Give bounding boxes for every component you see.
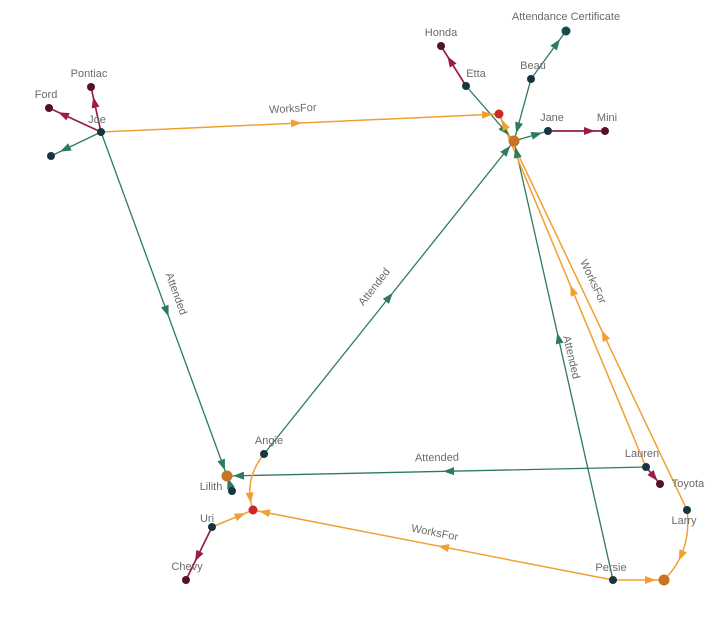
arrowhead-larry-company_top xyxy=(501,119,510,132)
edge-label-joe-company_top: WorksFor xyxy=(269,102,317,116)
arrow-layer xyxy=(58,39,687,584)
arrowhead-angie-event_top xyxy=(500,145,511,157)
node-event_br[interactable] xyxy=(658,574,670,586)
node-etta[interactable] xyxy=(462,82,470,90)
edge-larry-event_br xyxy=(663,509,689,581)
edge-joe-event_bl xyxy=(100,131,228,477)
node-angie[interactable] xyxy=(260,450,268,458)
arrowhead-lauren-event_bl xyxy=(232,471,245,480)
node-uri[interactable] xyxy=(208,523,216,531)
edge-lauren-event_bl xyxy=(226,466,647,477)
node-label-larry: Larry xyxy=(671,515,697,527)
edge-label-larry-company_top: WorksFor xyxy=(577,258,608,306)
arrowhead-uri-chevy xyxy=(195,549,204,562)
arrowhead-uri-company_bl xyxy=(233,513,246,521)
arrowhead-etta-honda xyxy=(447,56,457,68)
node-label-toyota: Toyota xyxy=(672,478,705,490)
edge-event_top-jane xyxy=(513,130,549,142)
node-layer xyxy=(45,26,691,586)
node-honda[interactable] xyxy=(437,42,445,50)
arrowhead-persie-company_bl xyxy=(258,509,271,518)
arrowhead-angie-company_bl xyxy=(245,492,254,504)
node-label-pontiac: Pontiac xyxy=(71,68,108,80)
arrowhead-larry-company_top xyxy=(601,330,611,342)
node-chevy[interactable] xyxy=(182,576,190,584)
node-label-uri: Uri xyxy=(200,513,214,525)
arrowhead-larry-event_br xyxy=(678,549,687,561)
arrowhead-persie-event_top xyxy=(555,332,564,345)
edge-layer xyxy=(48,30,689,581)
arrowhead-beau-attendance_certificate xyxy=(550,39,561,51)
edge-uri-company_bl xyxy=(211,509,254,528)
node-event_top[interactable] xyxy=(508,135,520,147)
arrowhead-angie-event_top xyxy=(382,292,393,304)
edge-label-lauren-event_bl: Attended xyxy=(415,452,459,465)
node-label-angie: Angie xyxy=(255,435,283,447)
node-pontiac[interactable] xyxy=(87,83,95,91)
arrowhead-beau-event_top xyxy=(515,121,523,134)
arrowhead-persie-event_br xyxy=(645,576,656,584)
edge-beau-attendance_certificate xyxy=(530,30,567,80)
edge-label-persie-company_bl: WorksFor xyxy=(410,523,459,544)
edge-joe-ford xyxy=(48,107,102,133)
node-label-attendance_certificate: Attendance Certificate xyxy=(512,11,620,23)
edge-persie-company_bl xyxy=(252,509,614,581)
node-ford[interactable] xyxy=(45,104,53,112)
node-lauren[interactable] xyxy=(642,463,650,471)
edge-joe-pontiac xyxy=(90,86,102,133)
arrowhead-joe-unnamed_person xyxy=(60,143,72,152)
node-label-lauren: Lauren xyxy=(625,448,659,460)
node-label-mini: Mini xyxy=(597,112,617,124)
node-unnamed_person[interactable] xyxy=(47,152,55,160)
arrowhead-joe-event_bl xyxy=(161,304,169,317)
arrowhead-joe-ford xyxy=(58,112,70,121)
arrowhead-persie-company_bl xyxy=(437,544,450,552)
arrowhead-joe-company_top xyxy=(481,110,494,119)
node-label-honda: Honda xyxy=(425,27,458,39)
node-attendance-certificate[interactable] xyxy=(561,26,571,36)
arrowhead-joe-event_bl xyxy=(217,458,225,471)
node-label-ford: Ford xyxy=(35,89,58,101)
arrowhead-jane-mini xyxy=(584,127,595,135)
node-label-joe: Joe xyxy=(88,114,106,126)
node-beau[interactable] xyxy=(527,75,535,83)
arrowhead-event_top-jane xyxy=(530,131,543,140)
node-company_top[interactable] xyxy=(494,109,504,119)
node-jane[interactable] xyxy=(544,127,552,135)
node-mini[interactable] xyxy=(601,127,609,135)
node-larry[interactable] xyxy=(683,506,691,514)
node-lilith[interactable] xyxy=(228,487,236,495)
edge-persie-event_top xyxy=(513,140,614,581)
arrowhead-persie-event_top xyxy=(513,146,522,159)
arrowhead-joe-company_top xyxy=(290,119,303,128)
edge-larry-company_top xyxy=(498,113,688,511)
node-persie[interactable] xyxy=(609,576,617,584)
node-company_bl[interactable] xyxy=(248,505,258,515)
node-label-lilith: Lilith xyxy=(200,481,223,493)
edge-joe-unnamed_person xyxy=(50,131,102,157)
arrowhead-lauren-event_bl xyxy=(443,467,455,476)
node-label-etta: Etta xyxy=(466,68,486,80)
node-event_bl[interactable] xyxy=(221,470,233,482)
arrowhead-lauren-company_top xyxy=(570,284,579,297)
arrowhead-lauren-toyota xyxy=(647,469,658,481)
arrowhead-joe-pontiac xyxy=(91,96,100,109)
edge-angie-company_bl xyxy=(249,453,265,511)
node-label-chevy: Chevy xyxy=(171,561,203,573)
node-label-jane: Jane xyxy=(540,112,564,124)
edge-etta-honda xyxy=(440,45,467,87)
node-label-persie: Persie xyxy=(595,562,626,574)
node-label-beau: Beau xyxy=(520,60,546,72)
node-toyota[interactable] xyxy=(656,480,664,488)
node-joe[interactable] xyxy=(97,128,105,136)
